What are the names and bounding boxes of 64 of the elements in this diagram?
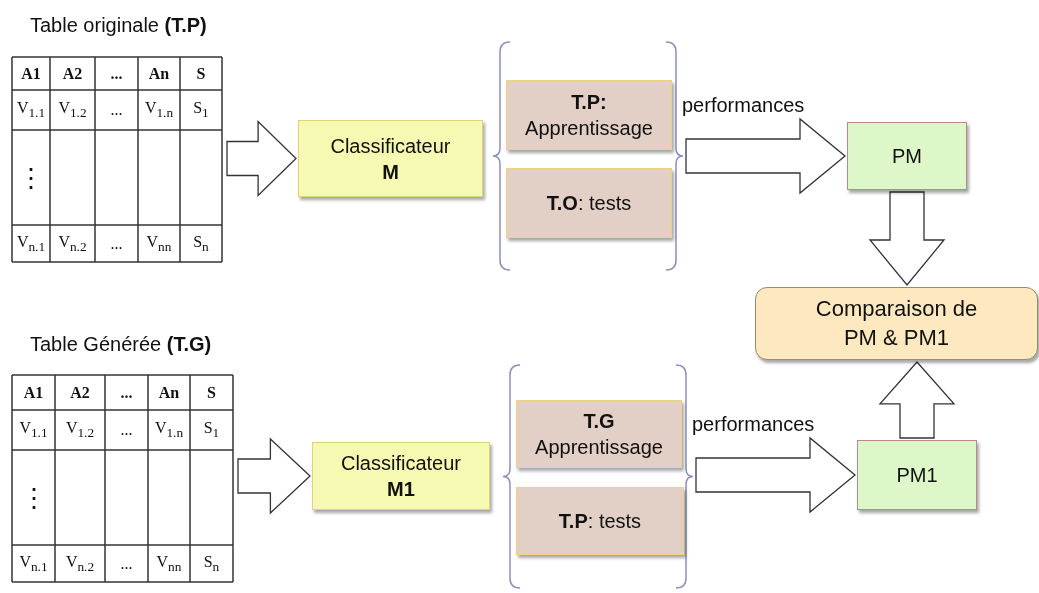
box-label: Comparaison de PM & PM1 [814,294,979,352]
box-label: Apprentissage [525,116,653,141]
block-arrow [226,119,297,198]
box-label: Classificateur [340,451,461,476]
table-cell: V$_{1.1}$ [16,98,46,122]
process-box [857,440,977,510]
table-cell: V$_{1.n}$ [144,98,174,122]
box-label: T.P: tests [558,509,642,534]
table-title: Table originale (T.P) [30,14,207,37]
table-cell: A1 [21,64,41,83]
table-cell: ⋮ [20,482,47,513]
process-box [847,122,967,190]
process-box [506,168,672,238]
table-cell: S$_{n}$ [203,552,220,575]
box-label: M1 [387,477,415,502]
block-arrow [878,361,956,439]
table-cell: An [148,64,170,83]
box-label: Apprentissage [535,435,663,460]
table-cell: S$_{1}$ [203,418,220,442]
table-cell: V$_{n.1}$ [19,552,48,575]
table-cell: S$_{n}$ [193,232,209,255]
table-cell: A1 [23,383,44,402]
process-box [312,442,490,510]
table-cell: ⋮ [18,162,44,193]
table-cell: S [196,64,206,83]
box-label: T.G [583,409,615,434]
block-arrow [237,437,311,515]
table-cell: ... [110,64,123,83]
process-box [516,487,684,555]
table-cell: S [207,383,216,402]
table-cell: V$_{n.2}$ [58,232,87,255]
table-cell: A2 [62,64,83,83]
edge-label: performances [690,413,817,436]
box-label: T.P: [571,90,607,115]
box-label: M [382,159,399,185]
table-cell: V$_{n.2}$ [65,552,95,575]
block-arrow [685,117,847,195]
table-cell: V$_{nn}$ [156,552,182,575]
table-cell: An [158,383,180,402]
table-cell: V$_{nn}$ [146,232,172,255]
table-cell: ... [120,554,133,573]
box-label: PM [892,144,922,169]
table-cell: ... [120,421,133,439]
table-cell: ... [110,101,123,119]
block-arrow [695,436,857,514]
rounded-box [755,287,1038,360]
process-box [298,120,483,197]
table-cell: A2 [70,383,90,402]
box-label: T.O: tests [546,191,632,216]
process-box [516,400,682,468]
table-cell: ... [120,383,133,402]
process-box [506,80,672,150]
table-title: Table Générée (T.G) [30,333,212,356]
table-cell: S$_{1}$ [193,98,209,122]
table-cell: V$_{1.2}$ [65,418,95,442]
box-label: Classificateur [330,133,451,159]
table-cell: V$_{1.n}$ [154,418,184,442]
table-cell: V$_{1.2}$ [58,98,87,122]
box-label: PM1 [896,463,938,488]
block-arrow [868,191,946,287]
table-cell: V$_{1.1}$ [19,418,48,442]
edge-label: performances [680,94,807,117]
table-cell: ... [110,234,123,253]
table-cell: V$_{n.1}$ [16,232,46,255]
